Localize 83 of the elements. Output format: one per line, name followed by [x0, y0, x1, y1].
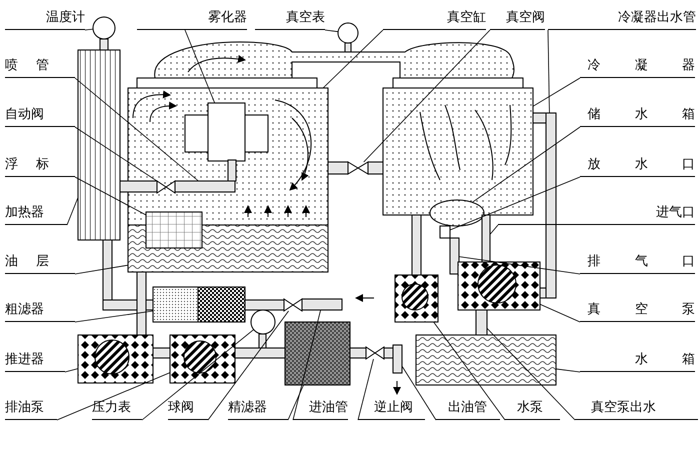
- leader-line: [548, 30, 550, 114]
- intake-pipe: [482, 214, 490, 264]
- leader-line: [84, 28, 94, 30]
- leader-line: [358, 358, 374, 420]
- spray-pipe: [174, 160, 236, 192]
- leader-line: [450, 176, 580, 230]
- part-label: 浮 标: [5, 155, 75, 177]
- leader-line: [402, 366, 436, 420]
- leader-line: [74, 310, 154, 322]
- pump-block: [394, 274, 438, 322]
- leader-line: [66, 197, 78, 226]
- water-storage-dome: [430, 200, 484, 226]
- leader-line: [64, 368, 78, 372]
- condenser-tank: [382, 88, 534, 216]
- part-label: 真空泵出水: [575, 398, 698, 420]
- part-label: 进气口: [498, 203, 695, 225]
- part-label: 真空表: [255, 8, 325, 30]
- part-label: 自动阀: [5, 105, 75, 127]
- leader-line: [74, 78, 199, 182]
- part-label: 水 箱: [580, 350, 695, 372]
- thermometer-gauge: [92, 16, 116, 40]
- valve-symbol: [348, 161, 368, 175]
- part-label: 冷 凝 器: [580, 56, 695, 78]
- outlet-pipe: [476, 310, 488, 336]
- part-label: 排油泵: [5, 398, 57, 420]
- pump-block: [458, 262, 540, 310]
- part-label: 放 水 口: [580, 155, 695, 177]
- float-grid: [146, 212, 202, 248]
- leader-line: [324, 30, 338, 32]
- leader-line: [472, 126, 580, 203]
- part-label: 逆止阀: [358, 398, 425, 420]
- valve-symbol: [284, 298, 302, 312]
- pump-block: [170, 334, 236, 384]
- part-label: 加热器: [5, 203, 67, 225]
- part-label: 进油管: [293, 398, 348, 420]
- vacuum-tank: [128, 55, 328, 272]
- vacuum-gauge: [338, 22, 358, 44]
- part-label: 精滤器: [228, 398, 288, 420]
- pressure-gauge: [250, 310, 276, 334]
- feed-pipe: [120, 180, 158, 192]
- part-label: 油 层: [5, 252, 75, 274]
- leader-line: [433, 322, 506, 420]
- water-tank: [416, 334, 556, 386]
- part-label: 推进器: [5, 350, 65, 372]
- part-label: 冷凝器出水管: [548, 8, 696, 30]
- part-label: 压力表: [92, 398, 142, 420]
- heater-column: [78, 50, 120, 240]
- part-label: 温度计: [5, 8, 85, 30]
- leader-line: [363, 30, 490, 162]
- valve-symbol: [156, 180, 176, 194]
- part-label: 真 空 泵: [580, 300, 695, 322]
- part-label: 水泵: [505, 398, 560, 420]
- part-label: 雾化器: [137, 8, 247, 30]
- part-label: 储 水 箱: [580, 105, 695, 127]
- leader-line: [74, 176, 146, 216]
- part-label: 球阀: [168, 398, 208, 420]
- part-label: 出油管: [436, 398, 500, 420]
- part-label: 喷 管: [5, 56, 75, 78]
- leader-line: [142, 329, 254, 420]
- leader-line: [56, 372, 170, 420]
- leader-line: [74, 264, 128, 274]
- filter-block: [152, 286, 246, 322]
- leader-line: [556, 368, 580, 372]
- leader-line: [458, 256, 580, 274]
- filter-block: [284, 322, 350, 386]
- inlet-pipe: [302, 298, 342, 310]
- leader-line: [532, 78, 580, 107]
- pump-block: [78, 334, 154, 384]
- part-label: 真空缸: [383, 8, 486, 30]
- feed-pipe: [244, 300, 284, 310]
- exhaust-pipe: [450, 238, 460, 274]
- valve-symbol: [366, 346, 384, 360]
- leader-line: [288, 384, 304, 420]
- atomizer-block: [184, 102, 268, 162]
- outlet-pipe: [392, 344, 402, 374]
- leader-line: [540, 304, 580, 322]
- part-label: 粗滤器: [5, 300, 75, 322]
- part-label: 真空阀: [490, 8, 545, 30]
- leader-line: [322, 30, 384, 88]
- part-label: 排 气 口: [580, 252, 695, 274]
- leader-line: [490, 224, 498, 235]
- outlet-pipe: [546, 112, 556, 298]
- drain-port: [440, 226, 450, 238]
